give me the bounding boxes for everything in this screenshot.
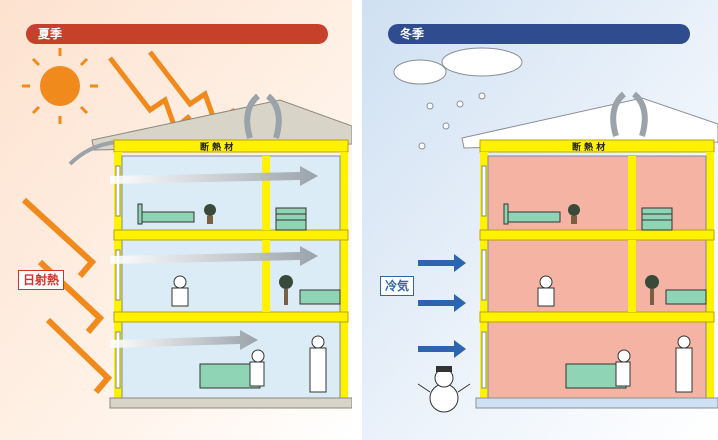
summer-insulation-label: 断 熱 材 — [200, 141, 233, 153]
winter-insulation-label: 断 熱 材 — [572, 141, 605, 153]
cabinet-icon — [275, 207, 307, 231]
sofa-icon — [665, 289, 707, 305]
summer-panel: 断 熱 材 — [0, 0, 352, 440]
person-icon — [537, 275, 555, 307]
airflow-arrow-2 — [110, 246, 318, 266]
plant-icon — [204, 204, 216, 224]
plant-icon — [645, 275, 659, 305]
roof-exhaust-arrows-winter — [610, 91, 648, 137]
cloud-icon — [393, 47, 523, 85]
winter-roof — [461, 97, 718, 149]
roof-air-arrow — [68, 140, 117, 166]
person-icon — [171, 275, 189, 307]
person-icon — [675, 335, 693, 393]
plant-icon — [568, 204, 580, 224]
sofa-icon — [299, 289, 341, 305]
snowman-icon — [417, 366, 471, 413]
bed-icon — [503, 203, 561, 225]
summer-building: 断 熱 材 — [109, 139, 352, 409]
airflow-arrows — [110, 166, 318, 350]
winter-diagram: 断 熱 材 — [362, 0, 718, 440]
heat-arrow-1 — [21, 197, 97, 278]
cold-arrow-1 — [418, 254, 466, 272]
person-icon — [615, 349, 631, 387]
winter-season-label: 冬季 — [400, 27, 425, 41]
cabinet-icon — [641, 207, 673, 231]
cold-air-arrows — [418, 254, 466, 358]
heat-label: 日射熱 — [18, 270, 65, 290]
cold-label: 冷気 — [380, 276, 415, 296]
person-icon — [249, 349, 265, 387]
summer-insulation-bar — [113, 139, 349, 153]
cold-arrow-3 — [418, 340, 466, 358]
roof-exhaust-arrows — [244, 93, 282, 139]
summer-season-pill: 夏季 — [26, 24, 328, 44]
heat-arrow-3 — [45, 317, 113, 394]
winter-panel: 断 熱 材 — [362, 0, 718, 440]
winter-building: 断 熱 材 — [475, 139, 718, 409]
plant-icon — [279, 275, 293, 305]
bed-icon — [137, 203, 195, 225]
summer-diagram: 断 熱 材 — [0, 0, 352, 440]
cold-arrow-2 — [418, 294, 466, 312]
person-icon — [309, 335, 327, 393]
winter-season-pill: 冬季 — [388, 24, 690, 44]
sun-icon — [22, 48, 98, 124]
airflow-arrow-1 — [110, 166, 318, 186]
airflow-arrow-3 — [110, 330, 258, 350]
summer-season-label: 夏季 — [38, 27, 63, 41]
